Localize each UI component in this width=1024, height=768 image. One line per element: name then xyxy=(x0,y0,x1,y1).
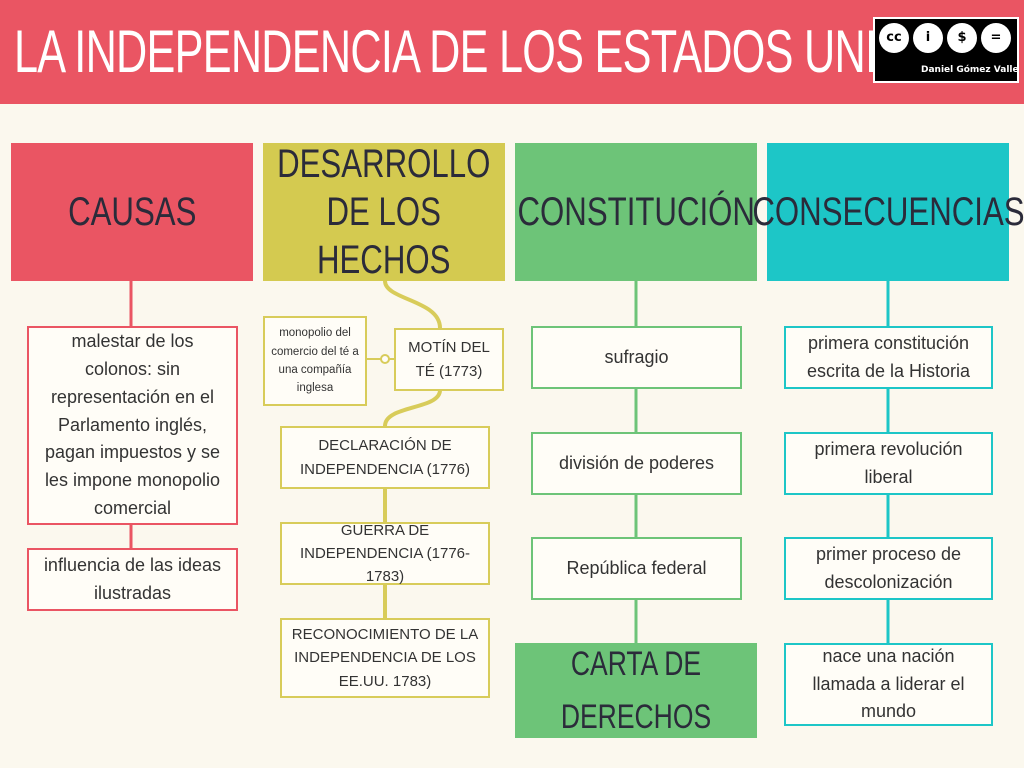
constitucion-item: división de poderes xyxy=(531,432,742,495)
desarrollo-item: GUERRA DE INDEPENDENCIA (1776-1783) xyxy=(280,522,490,585)
consecuencias-header: CONSECUENCIAS xyxy=(752,143,1024,281)
title-banner xyxy=(0,0,1024,104)
desarrollo-item: MOTÍN DEL TÉ (1773) xyxy=(394,328,504,391)
constitucion-item: sufragio xyxy=(531,326,742,389)
cc-license-badge: cc i $ = Daniel Gómez Valle xyxy=(873,17,1019,83)
desarrollo-item: RECONOCIMIENTO DE LA INDEPENDENCIA DE LO… xyxy=(280,618,490,698)
desarrollo-connector-dot xyxy=(380,354,390,364)
desarrollo-header: DESARROLLO DE LOS HECHOS xyxy=(263,142,505,282)
consecuencias-item: primera revolución liberal xyxy=(784,432,993,495)
consecuencias-item: primer proceso de descolonización xyxy=(784,537,993,600)
constitucion-item: República federal xyxy=(531,537,742,600)
constitucion-header: CONSTITUCIÓN xyxy=(515,143,757,281)
page-title: LA INDEPENDENCIA DE LOS ESTADOS UNIDOS xyxy=(14,18,968,85)
causas-header: CAUSAS xyxy=(11,143,253,281)
noncommercial-icon: $ xyxy=(947,23,977,53)
desarrollo-side-note: monopolio del comercio del té a una comp… xyxy=(263,316,367,406)
consecuencias-item: primera constitución escrita de la Histo… xyxy=(784,326,993,389)
carta-de-derechos: CARTA DE DERECHOS xyxy=(515,643,757,738)
causas-item: malestar de los colonos: sin representac… xyxy=(27,326,238,525)
consecuencias-item: nace una nación llamada a liderar el mun… xyxy=(784,643,993,726)
causas-item: influencia de las ideas ilustradas xyxy=(27,548,238,611)
cc-icon: cc xyxy=(879,23,909,53)
attribution-icon: i xyxy=(913,23,943,53)
desarrollo-connector xyxy=(383,389,442,427)
desarrollo-item: DECLARACIÓN DE INDEPENDENCIA (1776) xyxy=(280,426,490,489)
desarrollo-connector xyxy=(383,280,442,329)
sharealike-icon: = xyxy=(981,23,1011,53)
license-author: Daniel Gómez Valle xyxy=(921,65,1019,75)
